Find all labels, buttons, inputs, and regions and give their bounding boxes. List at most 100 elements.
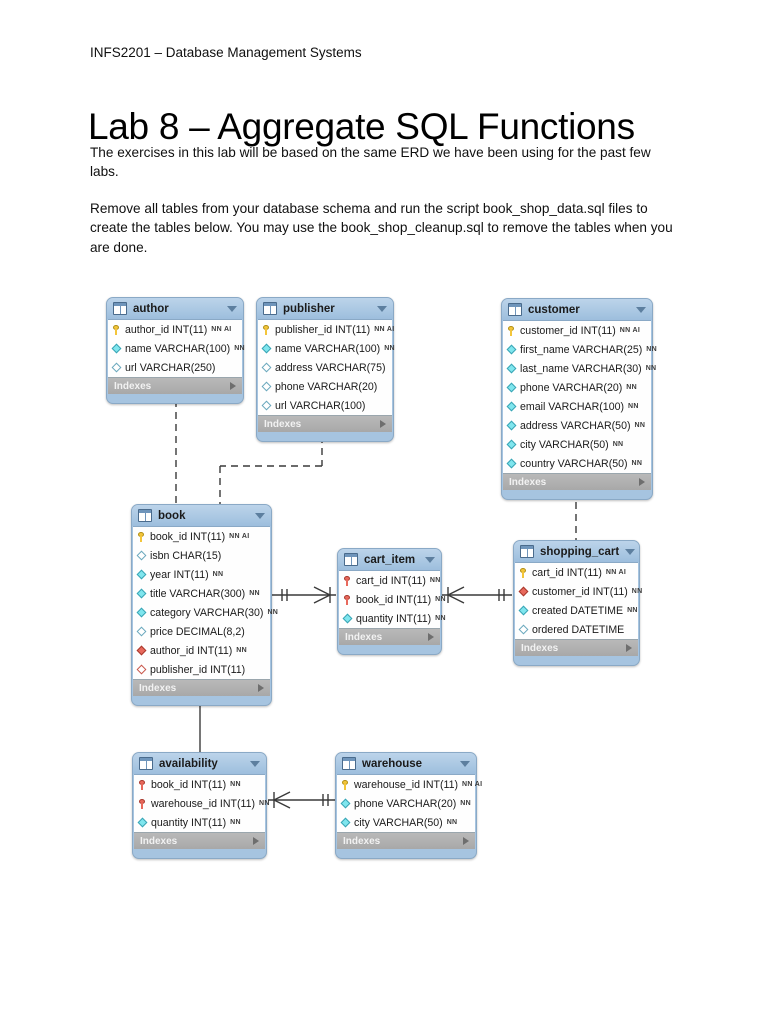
chevron-right-icon[interactable] (463, 837, 469, 845)
chevron-down-icon[interactable] (227, 305, 237, 312)
table-column[interactable]: book_id INT(11)NN (134, 775, 265, 794)
indexes-section[interactable]: Indexes (515, 640, 638, 656)
chevron-right-icon[interactable] (639, 478, 645, 486)
table-column[interactable]: name VARCHAR(100)NN (258, 339, 395, 358)
indexes-label: Indexes (343, 835, 381, 847)
erd-table-book[interactable]: book book_id INT(11)NN AI isbn CHAR(15) … (131, 504, 278, 706)
table-column[interactable]: email VARCHAR(100)NN (503, 397, 651, 416)
erd-table-cart-item[interactable]: cart_item cart_id INT(11)NN book_id INT(… (337, 548, 446, 655)
chevron-right-icon[interactable] (258, 684, 264, 692)
relationship-cart-item-shopping-cart (442, 586, 512, 604)
chevron-down-icon[interactable] (425, 556, 435, 563)
erd-table-publisher[interactable]: publisher publisher_id INT(11)NN AI name… (256, 297, 395, 442)
indexes-label: Indexes (509, 476, 547, 488)
table-header[interactable]: shopping_cart (514, 541, 639, 562)
table-column[interactable]: phone VARCHAR(20) (258, 377, 392, 396)
table-column[interactable]: isbn CHAR(15) (133, 546, 270, 565)
table-column[interactable]: cart_id INT(11)NN AI (515, 563, 638, 582)
table-header[interactable]: publisher (257, 298, 393, 319)
column-name: customer_id INT(11) (532, 585, 628, 598)
primary-foreign-key-icon (343, 575, 352, 586)
table-column[interactable]: author_id INT(11)NN (133, 641, 270, 660)
column-flags: NN (230, 819, 241, 826)
column-marker-icon (262, 382, 271, 392)
table-column[interactable]: warehouse_id INT(11)NN AI (337, 775, 482, 794)
column-name: publisher_id INT(11) (150, 663, 246, 676)
table-column[interactable]: price DECIMAL(8,2) (133, 622, 270, 641)
table-header[interactable]: customer (502, 299, 652, 320)
chevron-down-icon[interactable] (377, 305, 387, 312)
table-column[interactable]: customer_id INT(11)NN (515, 582, 642, 601)
table-column[interactable]: city VARCHAR(50)NN (503, 435, 651, 454)
indexes-section[interactable]: Indexes (503, 474, 651, 490)
table-column[interactable]: address VARCHAR(75) (258, 358, 392, 377)
table-column[interactable]: name VARCHAR(100)NN (108, 339, 245, 358)
table-column[interactable]: customer_id INT(11)NN AI (503, 321, 651, 340)
table-column[interactable]: warehouse_id INT(11)NN (134, 794, 269, 813)
table-column[interactable]: ordered DATETIME (515, 620, 638, 639)
table-column[interactable]: last_name VARCHAR(30)NN (503, 359, 656, 378)
erd-diagram: author author_id INT(11)NN AI name VARCH… (0, 280, 768, 880)
erd-table-warehouse[interactable]: warehouse warehouse_id INT(11)NN AI phon… (335, 752, 482, 859)
column-name: phone VARCHAR(20) (520, 381, 623, 394)
chevron-right-icon[interactable] (380, 420, 386, 428)
indexes-section[interactable]: Indexes (337, 833, 475, 849)
chevron-right-icon[interactable] (428, 633, 434, 641)
table-column[interactable]: category VARCHAR(30)NN (133, 603, 278, 622)
indexes-section[interactable]: Indexes (133, 680, 270, 696)
table-header[interactable]: cart_item (338, 549, 441, 570)
table-column[interactable]: author_id INT(11)NN AI (108, 320, 242, 339)
table-column[interactable]: city VARCHAR(50)NN (337, 813, 475, 832)
chevron-right-icon[interactable] (253, 837, 259, 845)
table-column[interactable]: url VARCHAR(250) (108, 358, 242, 377)
table-column[interactable]: address VARCHAR(50)NN (503, 416, 651, 435)
primary-key-icon (341, 779, 350, 790)
column-flags: NN (446, 819, 458, 826)
chevron-down-icon[interactable] (255, 512, 265, 519)
table-column[interactable]: title VARCHAR(300)NN (133, 584, 270, 603)
table-column[interactable]: book_id INT(11)NN AI (133, 527, 270, 546)
table-header[interactable]: author (107, 298, 243, 319)
chevron-right-icon[interactable] (626, 644, 632, 652)
table-column[interactable]: quantity INT(11)NN (134, 813, 265, 832)
erd-table-availability[interactable]: availability book_id INT(11)NN warehouse… (132, 752, 269, 859)
column-marker-icon (341, 799, 350, 809)
column-flags: NN (267, 609, 279, 616)
primary-key-icon (519, 567, 528, 578)
table-column[interactable]: publisher_id INT(11)NN AI (258, 320, 394, 339)
table-icon (113, 302, 127, 315)
erd-table-shopping-cart[interactable]: shopping_cart cart_id INT(11)NN AI custo… (513, 540, 642, 666)
table-column[interactable]: cart_id INT(11)NN (339, 571, 440, 590)
chevron-down-icon[interactable] (625, 548, 636, 555)
table-column[interactable]: phone VARCHAR(20)NN (503, 378, 651, 397)
indexes-section[interactable]: Indexes (339, 629, 440, 645)
chevron-down-icon[interactable] (636, 306, 646, 313)
column-marker-icon (138, 818, 147, 828)
course-header: INFS2201 – Database Management Systems (90, 45, 362, 60)
indexes-section[interactable]: Indexes (108, 378, 242, 394)
erd-table-customer[interactable]: customer customer_id INT(11)NN AI first_… (501, 298, 657, 500)
table-column[interactable]: year INT(11)NN (133, 565, 270, 584)
table-column[interactable]: quantity INT(11)NN (339, 609, 446, 628)
indexes-section[interactable]: Indexes (134, 833, 265, 849)
table-column[interactable]: country VARCHAR(50)NN (503, 454, 651, 473)
table-column[interactable]: phone VARCHAR(20)NN (337, 794, 475, 813)
column-flags: NN AI (229, 533, 250, 540)
table-header[interactable]: book (132, 505, 271, 526)
table-header[interactable]: warehouse (336, 753, 476, 774)
column-name: author_id INT(11) (150, 644, 233, 657)
erd-table-author[interactable]: author author_id INT(11)NN AI name VARCH… (106, 297, 245, 404)
column-marker-icon (262, 363, 271, 373)
table-column[interactable]: first_name VARCHAR(25)NN (503, 340, 657, 359)
table-column[interactable]: book_id INT(11)NN (339, 590, 446, 609)
chevron-down-icon[interactable] (250, 760, 260, 767)
chevron-down-icon[interactable] (460, 760, 470, 767)
table-column[interactable]: url VARCHAR(100) (258, 396, 392, 415)
chevron-right-icon[interactable] (230, 382, 236, 390)
table-header[interactable]: availability (133, 753, 266, 774)
column-name: category VARCHAR(30) (150, 606, 264, 619)
table-column[interactable]: publisher_id INT(11) (133, 660, 270, 679)
indexes-section[interactable]: Indexes (258, 416, 392, 432)
